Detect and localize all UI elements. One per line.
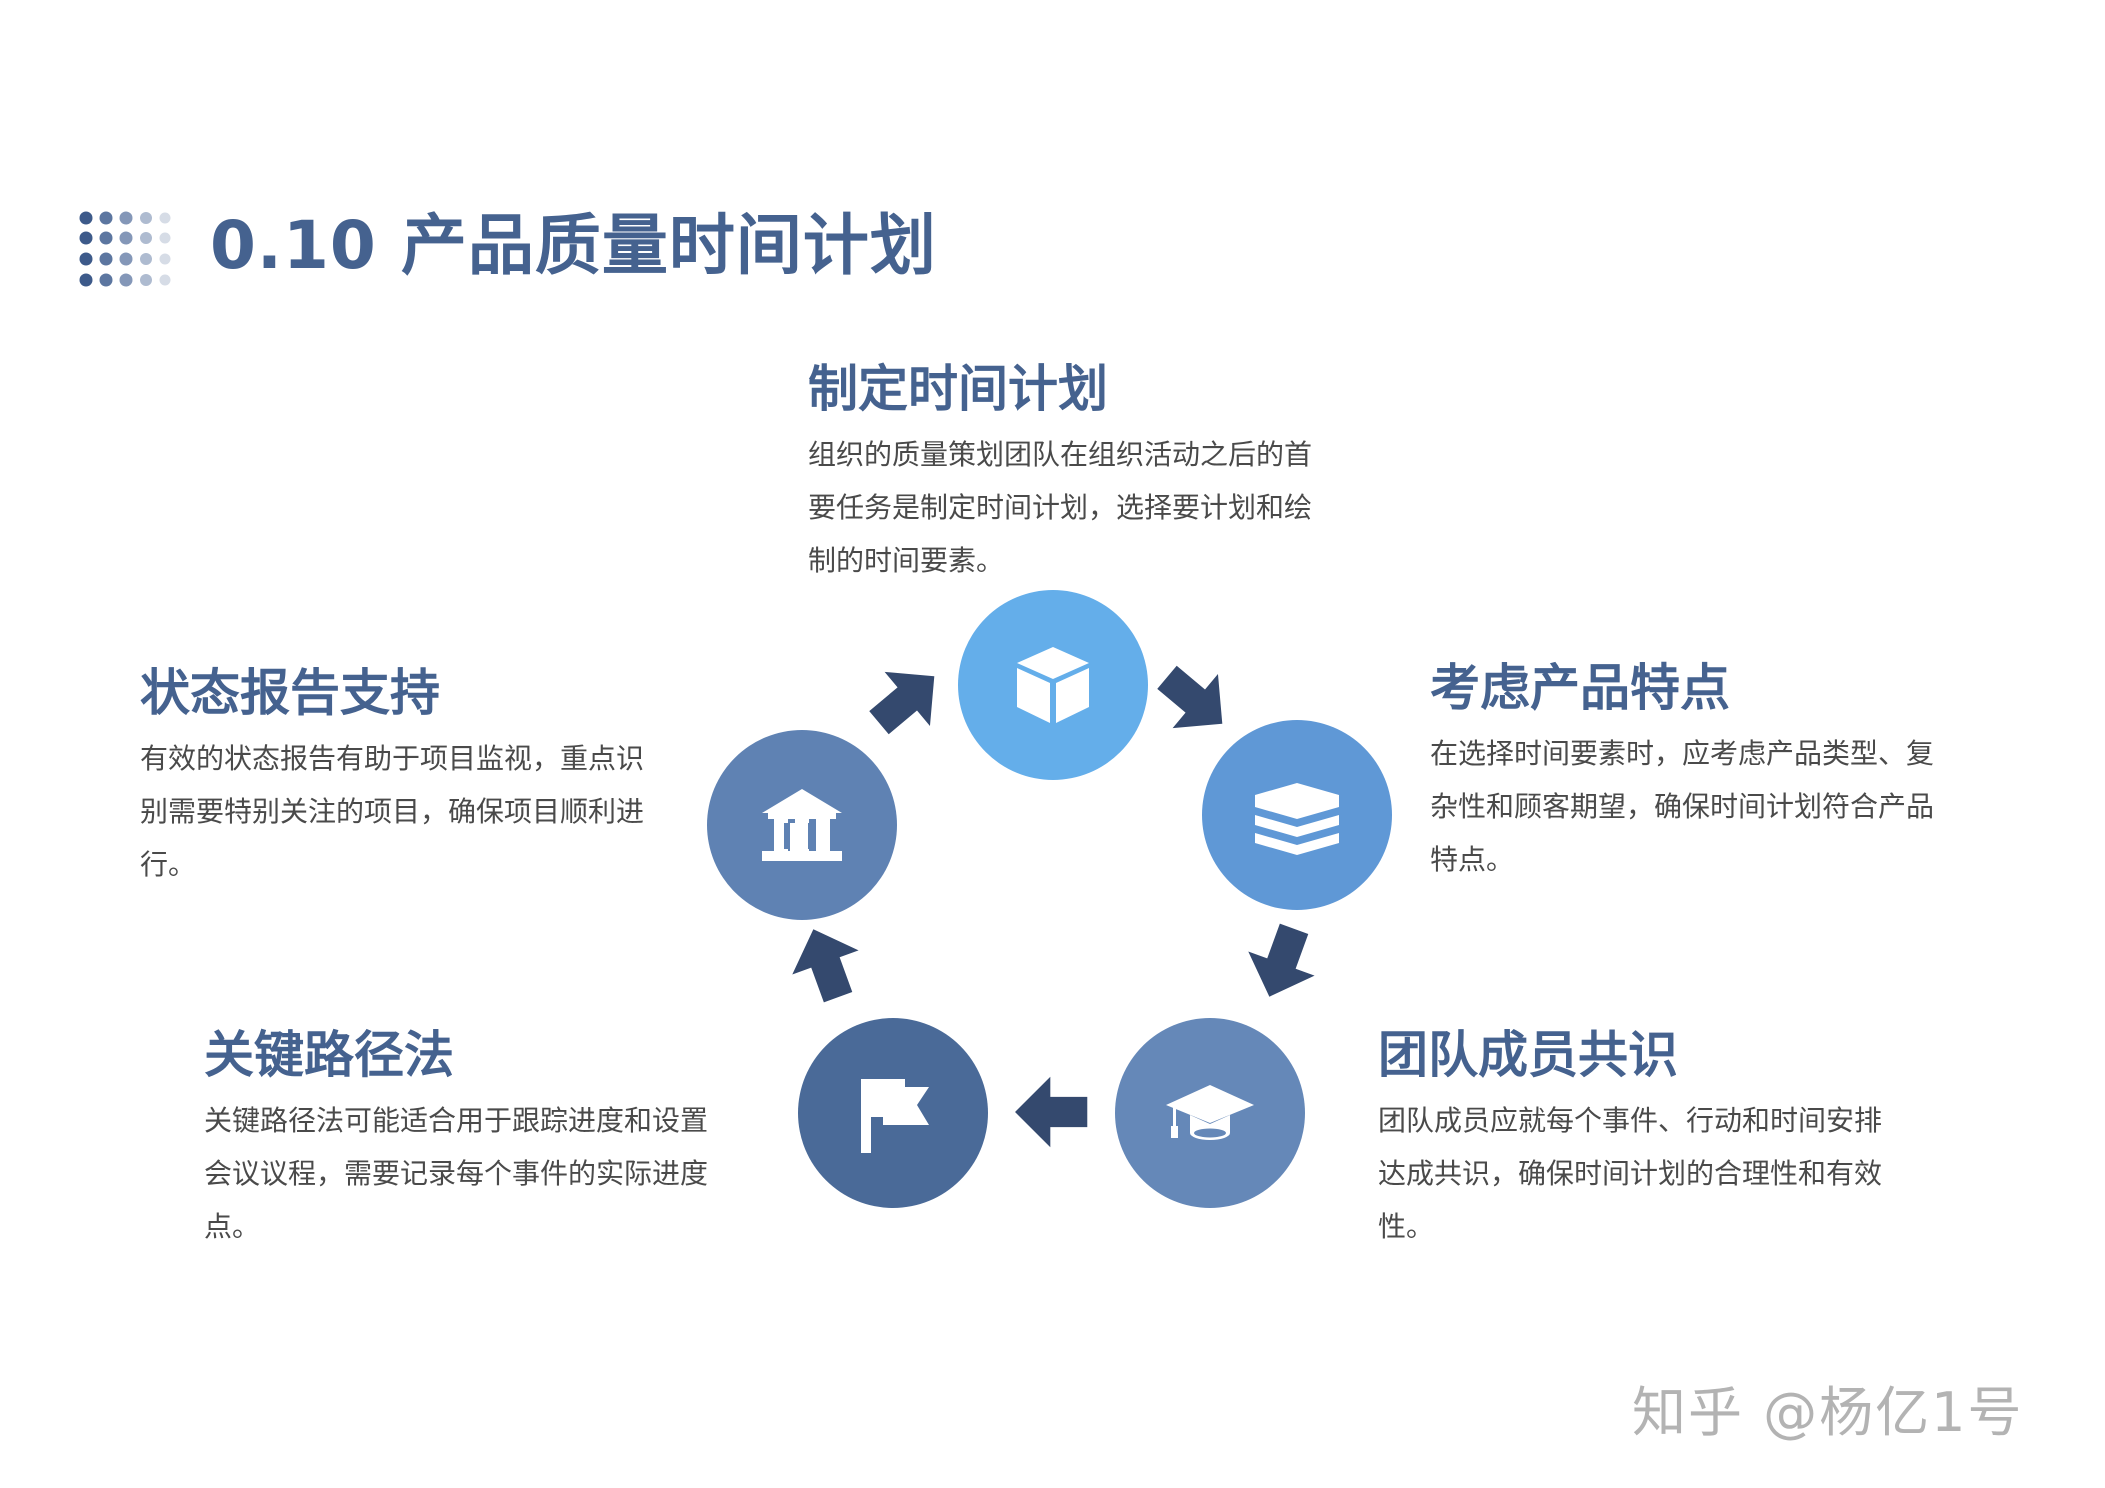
description-line: 杂性和顾客期望，确保时间计划符合产品	[1430, 790, 1935, 823]
step-heading: 关键路径法	[204, 1026, 454, 1084]
cycle-node-top	[958, 590, 1148, 780]
arrow-bottom-right-to-bottom-left-icon	[1010, 1070, 1094, 1154]
step-description: 组织的质量策划团队在组织活动之后的首 要任务是制定时间计划，选择要计划和绘 制的…	[808, 428, 1348, 587]
bank-building-icon	[762, 789, 842, 861]
step-description: 关键路径法可能适合用于跟踪进度和设置 会议议程，需要记录每个事件的实际进度 点。	[204, 1094, 744, 1253]
description-line: 点。	[204, 1210, 261, 1243]
cycle-node-left	[707, 730, 897, 920]
description-line: 在选择时间要素时，应考虑产品类型、复	[1430, 737, 1935, 770]
step-description: 团队成员应就每个事件、行动和时间安排 达成共识，确保时间计划的合理性和有效 性。	[1378, 1094, 1918, 1253]
step-block-bottom-left: 关键路径法 关键路径法可能适合用于跟踪进度和设置 会议议程，需要记录每个事件的实…	[204, 1024, 744, 1253]
cube-icon	[1017, 647, 1089, 723]
cycle-node-right	[1202, 720, 1392, 910]
description-line: 团队成员应就每个事件、行动和时间安排	[1378, 1104, 1883, 1137]
step-description: 在选择时间要素时，应考虑产品类型、复 杂性和顾客期望，确保时间计划符合产品 特点…	[1430, 727, 1970, 886]
description-line: 组织的质量策划团队在组织活动之后的首	[808, 438, 1313, 471]
arrow-right-to-bottom-right-icon	[1228, 908, 1336, 1016]
arrow-left-to-top-icon	[847, 641, 965, 759]
arrow-bottom-left-to-left-icon	[772, 910, 880, 1018]
description-line: 性。	[1378, 1210, 1435, 1243]
step-block-right: 考虑产品特点 在选择时间要素时，应考虑产品类型、复 杂性和顾客期望，确保时间计划…	[1430, 657, 1970, 886]
dot-grid-icon	[78, 210, 173, 288]
description-line: 会议议程，需要记录每个事件的实际进度	[204, 1157, 709, 1190]
flag-icon	[861, 1079, 929, 1153]
step-heading: 制定时间计划	[808, 360, 1108, 418]
watermark: 知乎 @杨亿1号	[1632, 1381, 2024, 1444]
page-title: 0.10 产品质量时间计划	[210, 207, 937, 284]
step-description: 有效的状态报告有助于项目监视，重点识 别需要特别关注的项目，确保项目顺利进 行。	[140, 732, 680, 891]
arrow-top-to-right-icon	[1135, 641, 1253, 759]
cycle-node-bottom-right	[1115, 1018, 1305, 1208]
step-block-bottom-right: 团队成员共识 团队成员应就每个事件、行动和时间安排 达成共识，确保时间计划的合理…	[1378, 1024, 1918, 1253]
cycle-node-bottom-left	[798, 1018, 988, 1208]
step-heading: 考虑产品特点	[1430, 659, 1730, 717]
layers-icon	[1255, 783, 1339, 855]
step-block-left: 状态报告支持 有效的状态报告有助于项目监视，重点识 别需要特别关注的项目，确保项…	[140, 662, 680, 891]
step-heading: 状态报告支持	[140, 664, 440, 722]
description-line: 别需要特别关注的项目，确保项目顺利进	[140, 795, 645, 828]
description-line: 制的时间要素。	[808, 544, 1005, 577]
graduation-cap-icon	[1166, 1085, 1254, 1140]
step-block-top: 制定时间计划 组织的质量策划团队在组织活动之后的首 要任务是制定时间计划，选择要…	[808, 358, 1348, 587]
step-heading: 团队成员共识	[1378, 1026, 1678, 1084]
description-line: 特点。	[1430, 843, 1515, 876]
description-line: 行。	[140, 848, 197, 881]
description-line: 有效的状态报告有助于项目监视，重点识	[140, 742, 645, 775]
description-line: 达成共识，确保时间计划的合理性和有效	[1378, 1157, 1883, 1190]
description-line: 关键路径法可能适合用于跟踪进度和设置	[204, 1104, 709, 1137]
description-line: 要任务是制定时间计划，选择要计划和绘	[808, 491, 1313, 524]
